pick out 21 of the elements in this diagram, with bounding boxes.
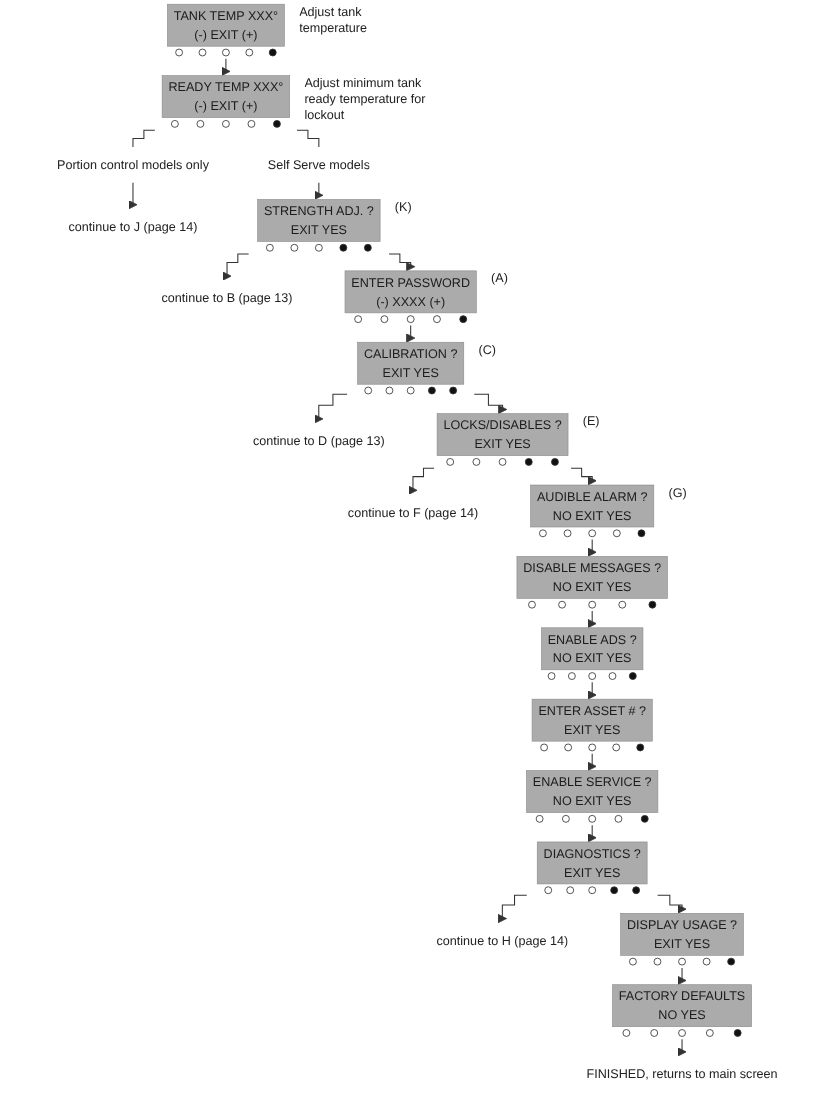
arrow (313, 393, 348, 424)
connector (296, 129, 320, 148)
arrow (587, 610, 597, 629)
arrow (497, 894, 527, 924)
connector (132, 129, 156, 148)
arrow (313, 182, 324, 200)
arrow (587, 681, 597, 700)
arrow (587, 539, 597, 557)
arrow (656, 894, 687, 914)
arrow (408, 467, 435, 495)
arrow (388, 253, 415, 272)
arrow (405, 324, 415, 343)
arrow (221, 58, 231, 76)
arrow (677, 967, 687, 986)
arrow (677, 1038, 687, 1057)
arrow (570, 467, 597, 486)
arrow (587, 753, 597, 771)
arrow (587, 824, 597, 843)
arrow (128, 182, 138, 210)
arrow (473, 393, 507, 415)
arrow (222, 253, 249, 281)
